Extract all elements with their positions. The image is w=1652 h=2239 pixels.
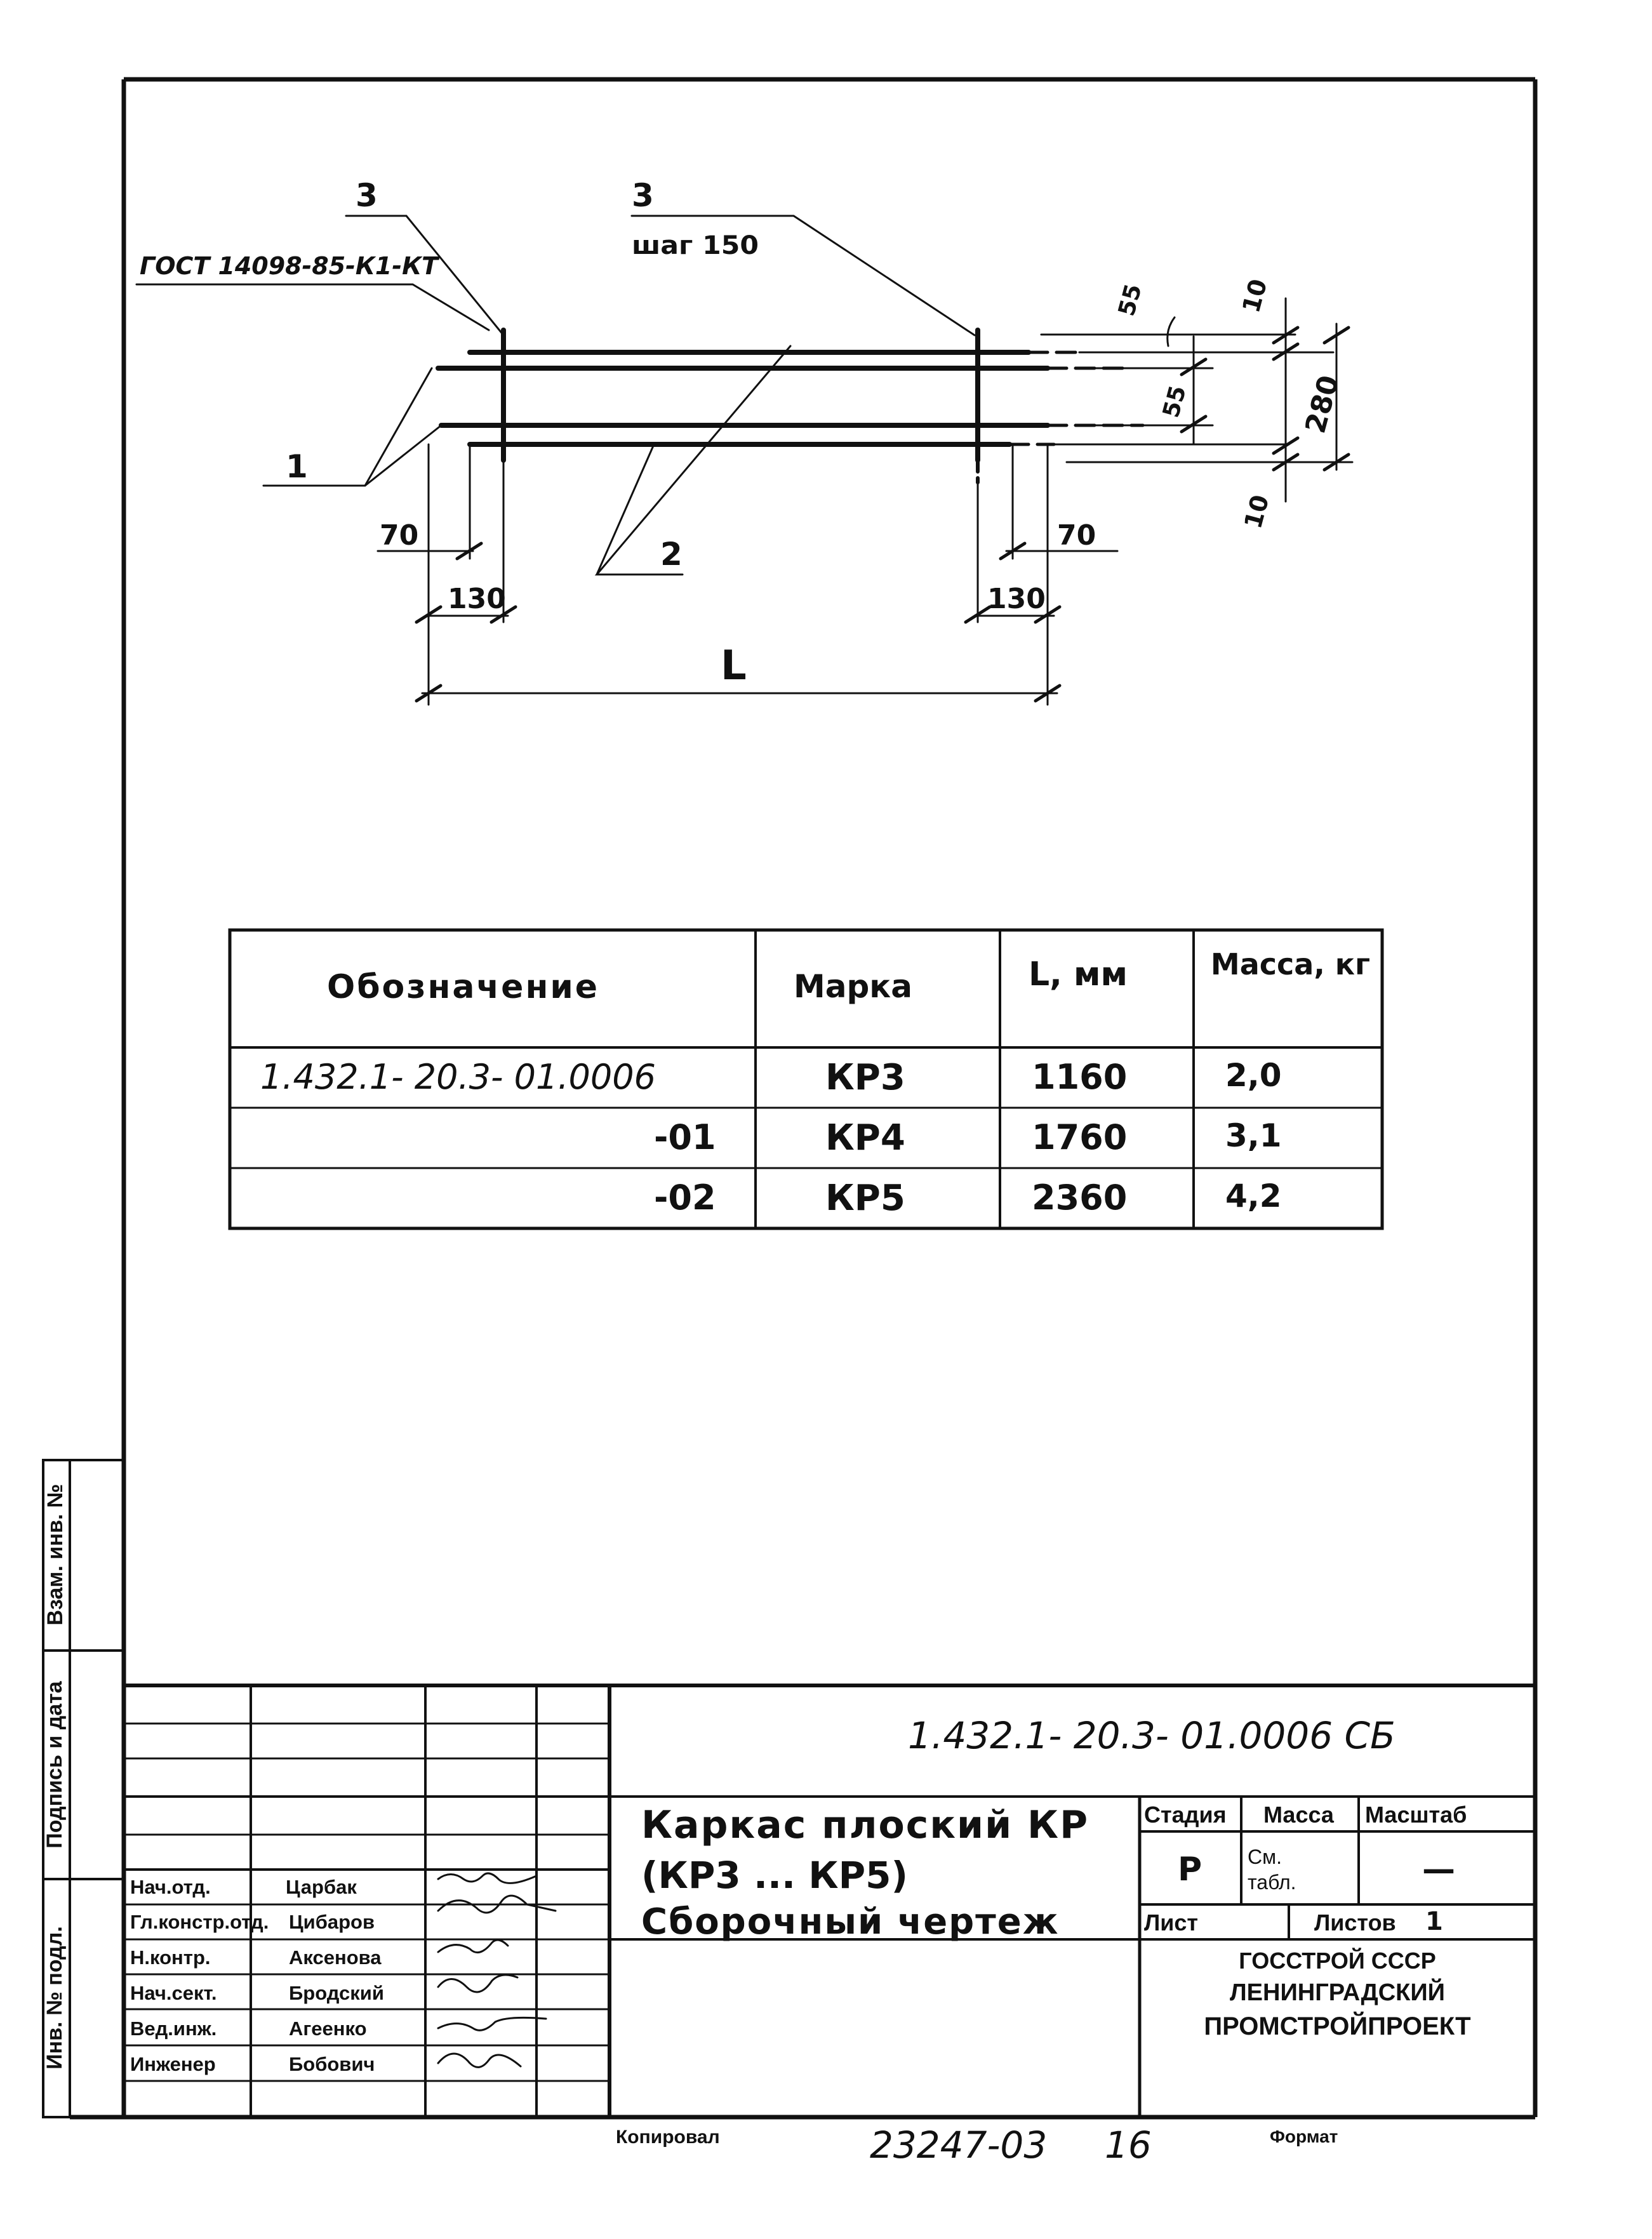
staff-role: Инженер: [130, 2053, 216, 2075]
label-1: 1: [286, 448, 308, 485]
mass-value: См. табл.: [1248, 1845, 1296, 1894]
row2-mass: 3,1: [1225, 1117, 1282, 1154]
staff-role: Вед.инж.: [130, 2017, 217, 2040]
staff-role: Нач.сект.: [130, 1982, 217, 2004]
signature-4: [437, 1974, 519, 1993]
row3-mass: 4,2: [1225, 1178, 1282, 1214]
weld-standard-label: ГОСТ 14098-85-К1-КТ: [140, 252, 440, 280]
signature-6: [437, 2052, 522, 2068]
stage-header: Стадия: [1144, 1802, 1227, 1828]
staff-name: Царбак: [286, 1876, 357, 1898]
row1-mass: 2,0: [1225, 1057, 1282, 1094]
row2-length: 1760: [1032, 1117, 1128, 1157]
dim-55-top: 55: [1114, 281, 1147, 319]
staff-name: Бродский: [289, 1982, 384, 2004]
copied-label: Копировал: [616, 2127, 720, 2148]
org-line-3: ПРОМСТРОЙПРОЕКТ: [1204, 2012, 1471, 2040]
dim-10-bottom: 10: [1239, 492, 1274, 531]
sheets-value: 1: [1425, 1907, 1443, 1936]
dim-280: 280: [1299, 372, 1345, 437]
row3-mark: КР5: [825, 1178, 905, 1219]
staff-name: Цибаров: [289, 1911, 375, 1933]
table-header-mark: Марка: [794, 968, 912, 1005]
signature-2: [437, 1894, 557, 1914]
title-line-1: Каркас плоский КР: [641, 1803, 1089, 1847]
page-number: 16: [1105, 2123, 1152, 2167]
org-line-2: ЛЕНИНГРАДСКИЙ: [1230, 1979, 1445, 2006]
table-header-length: L, мм: [1029, 955, 1128, 993]
row2-mark: КР4: [825, 1117, 905, 1159]
stage-value: Р: [1178, 1850, 1202, 1889]
dim-130-left: 130: [448, 583, 506, 615]
staff-role: Гл.констр.отд.: [130, 1911, 269, 1933]
dim-130-right: 130: [987, 583, 1046, 615]
callout-3-right: 3: [632, 177, 654, 214]
signature-5: [437, 2016, 547, 2031]
cage-drawing: [135, 215, 1354, 706]
dim-10-top: 10: [1237, 276, 1272, 316]
dim-70-right: 70: [1057, 519, 1096, 552]
dim-55-mid: 55: [1158, 383, 1192, 420]
row1-designation: 1.432.1- 20.3- 01.0006: [260, 1057, 656, 1097]
signature-1: [437, 1872, 538, 1884]
title-line-2: (КР3 ... КР5): [641, 1854, 909, 1897]
sheet-label: Лист: [1144, 1910, 1199, 1936]
signatures: [437, 1872, 557, 2068]
mass-header: Масса: [1263, 1802, 1334, 1828]
scale-value: —: [1422, 1850, 1455, 1889]
side-stamp-sign-date: Подпись и дата: [43, 1681, 67, 1849]
table-header-designation: Обозначение: [327, 968, 600, 1006]
sheets-label: Листов: [1314, 1910, 1396, 1936]
scale-header: Масштаб: [1365, 1802, 1467, 1828]
doc-code: 1.432.1- 20.3- 01.0006 СБ: [908, 1714, 1396, 1757]
title-block-grid: [124, 1684, 1535, 2117]
spec-table-grid: [228, 928, 1384, 1230]
row3-designation: -02: [654, 1178, 716, 1218]
step-label: шаг 150: [632, 231, 759, 260]
staff-role: Н.контр.: [130, 1946, 211, 1969]
label-2: 2: [660, 536, 683, 573]
callout-3-left: 3: [356, 177, 378, 214]
row1-length: 1160: [1032, 1057, 1128, 1097]
row1-mark: КР3: [825, 1057, 905, 1098]
signature-3: [437, 1939, 509, 1954]
staff-name: Аксенова: [289, 1946, 382, 1969]
row2-designation: -01: [654, 1117, 716, 1157]
side-stamp-replace-inv: Взам. инв. №: [43, 1484, 67, 1626]
table-header-mass: Масса, кг: [1210, 947, 1371, 981]
dim-L: L: [721, 642, 747, 689]
side-stamp-grid: [42, 1459, 125, 2118]
org-line-1: ГОССТРОЙ СССР: [1239, 1948, 1436, 1974]
drawing-labels: 3 3 ГОСТ 14098-85-К1-КТ шаг 150 1 2 70 1…: [140, 177, 1345, 689]
format-label: Формат: [1270, 2127, 1338, 2146]
staff-role: Нач.отд.: [130, 1876, 211, 1898]
side-stamp-inv-original: Инв. № подл.: [43, 1926, 67, 2070]
title-line-3: Сборочный чертеж: [641, 1901, 1060, 1943]
staff-name: Агеенко: [289, 2017, 367, 2040]
dim-70-left: 70: [380, 519, 418, 552]
row3-length: 2360: [1032, 1178, 1128, 1218]
staff-name: Бобович: [289, 2053, 375, 2075]
archive-number: 23247-03: [870, 2123, 1048, 2167]
